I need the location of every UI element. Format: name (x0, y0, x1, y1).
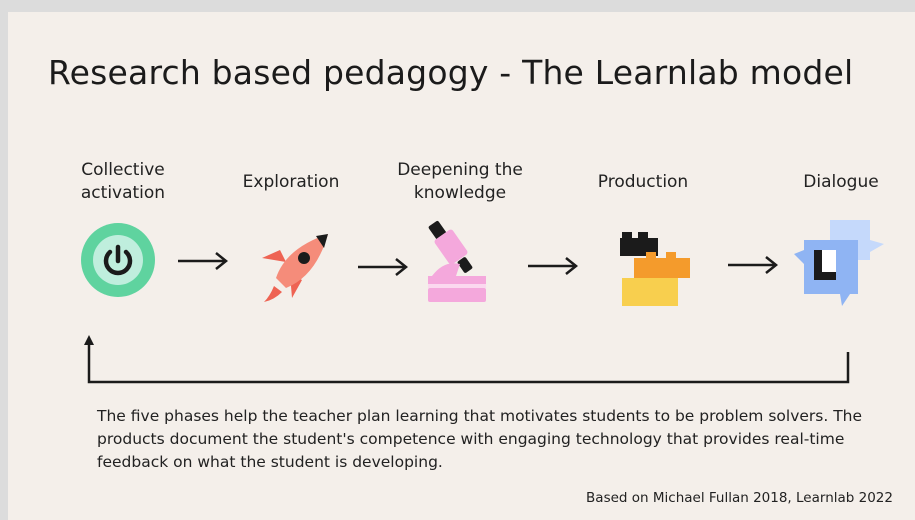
feedback-loop-arrow (84, 335, 850, 384)
description-text: The five phases help the teacher plan le… (97, 407, 863, 471)
slide-title: Research based pedagogy - The Learnlab m… (48, 53, 854, 92)
power-icon (81, 223, 155, 297)
speech-bubbles-icon (794, 220, 884, 306)
phase-label-deepening: Deepening the knowledge (397, 160, 523, 203)
source-citation: Based on Michael Fullan 2018, Learnlab 2… (586, 490, 893, 506)
phase-label-collective-activation: Collective activation (80, 160, 166, 203)
phase-label-production: Production (597, 172, 689, 192)
phase-label-exploration: Exploration (242, 172, 340, 192)
microscope-icon (428, 220, 486, 302)
arrow-icon (528, 257, 579, 275)
arrow-icon (178, 252, 229, 270)
arrow-icon (728, 256, 779, 274)
rocket-icon (262, 234, 328, 302)
arrow-icon (358, 258, 409, 276)
slide: Research based pedagogy - The Learnlab m… (8, 12, 915, 520)
phase-label-dialogue: Dialogue (803, 172, 879, 192)
building-blocks-icon (620, 232, 690, 306)
